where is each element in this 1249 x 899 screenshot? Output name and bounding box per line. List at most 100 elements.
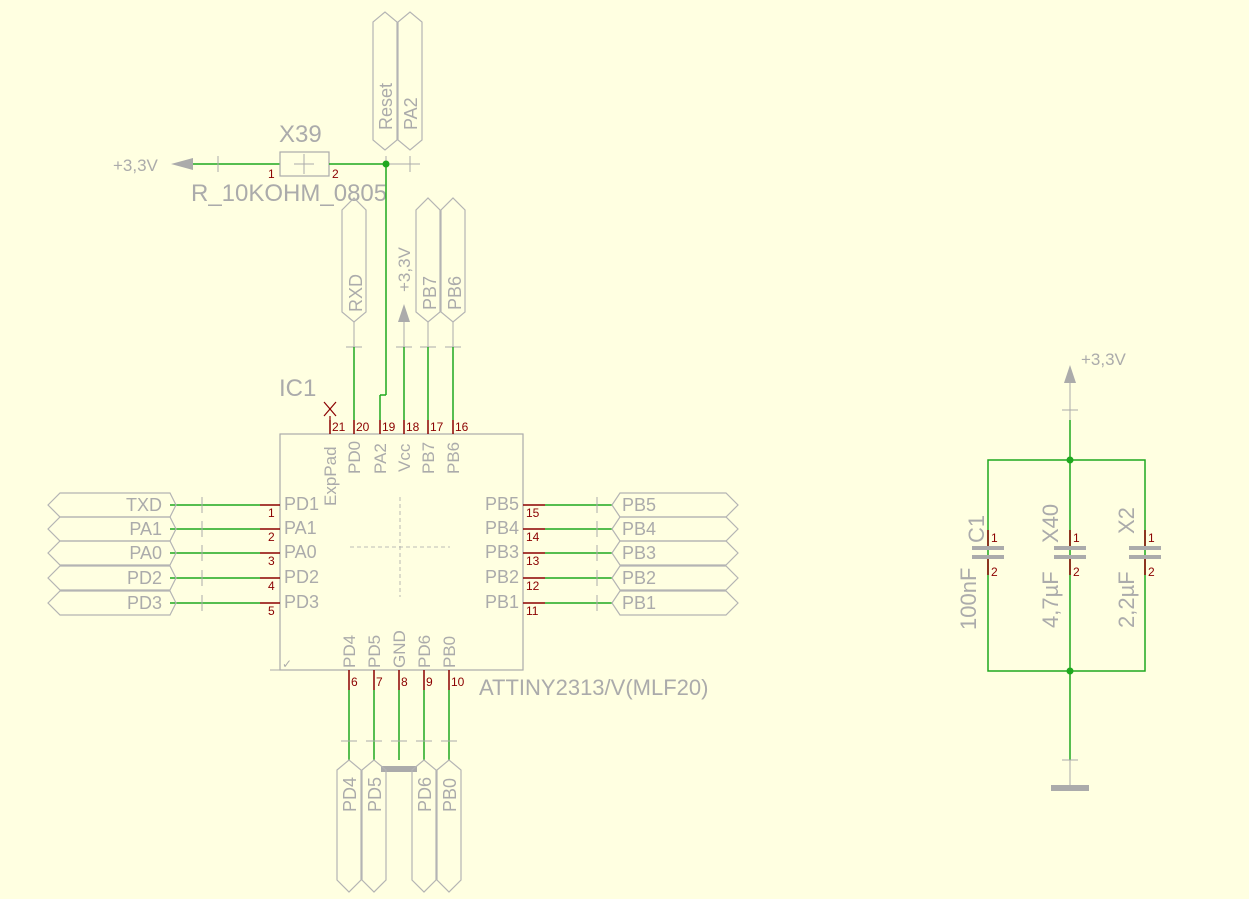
flag-label: PB3: [622, 543, 656, 563]
flag-label: PB2: [622, 568, 656, 588]
flag-pb2[interactable]: [611, 565, 739, 591]
flag-pa0[interactable]: [47, 540, 177, 566]
flag-label: PB0: [440, 778, 460, 812]
check-mark-icon: ✓: [282, 657, 292, 671]
flag-label: PD4: [340, 777, 360, 812]
cap-value: 4,7µF: [1038, 571, 1063, 628]
ic-pin-num: 18: [406, 420, 420, 434]
ic-pin-num: 6: [351, 675, 358, 689]
flag-pb6-label: PB6: [445, 276, 465, 310]
flag-reset[interactable]: [372, 11, 398, 151]
cap-bus-rect: [987, 459, 1146, 672]
flag-label: PD5: [365, 777, 385, 812]
ic-pin-label: Vcc: [395, 443, 414, 472]
ic-pin-label: PA0: [284, 542, 317, 562]
ic-pin-label: PB7: [419, 442, 438, 474]
ic-pin-num: 2: [268, 530, 275, 544]
flag-label: TXD: [126, 495, 162, 515]
ic-pin-label: PD6: [415, 635, 434, 668]
cap-pin-num: 1: [991, 531, 998, 545]
ic-pin-label: PB1: [485, 592, 519, 612]
ic-pin-num: 9: [426, 675, 433, 689]
capacitor-x2[interactable]: 1 2 X2 2,2µF: [1114, 507, 1161, 628]
ic-pin-num: 5: [268, 604, 275, 618]
cap-name: C1: [964, 515, 989, 543]
capacitor-x40[interactable]: 1 2 X40 4,7µF: [1038, 504, 1086, 628]
ic-pin-num: 21: [332, 420, 346, 434]
flag-pb1[interactable]: [611, 590, 739, 616]
flag-rxd-label: RXD: [346, 274, 366, 312]
ic-pin-label: PB6: [444, 442, 463, 474]
ic-value: ATTINY2313/V(MLF20): [479, 675, 708, 700]
top-flags: RXD PB7 PB6: [341, 197, 466, 348]
ic-pin-label: PD0: [345, 441, 364, 474]
ic-pin-label: PB3: [485, 542, 519, 562]
flag-pb7-label: PB7: [420, 276, 440, 310]
left-flags: TXD PA1 PA0 PD2 PD3: [47, 492, 177, 616]
flag-pb0[interactable]: [436, 759, 462, 893]
flag-pb3[interactable]: [611, 540, 739, 566]
resistor-pin2: 2: [332, 167, 339, 181]
cap-value: 2,2µF: [1114, 571, 1139, 628]
ic-pin-num: 3: [268, 554, 275, 568]
ic-pin-num: 4: [268, 579, 275, 593]
ic-pin-num: 1: [268, 506, 275, 520]
cap-pin-num: 1: [1148, 531, 1155, 545]
ic-pin-label: PB5: [485, 494, 519, 514]
resistor-pin1: 1: [268, 167, 275, 181]
resistor-name: X39: [279, 121, 322, 148]
ic-pin-num: 7: [376, 675, 383, 689]
flag-reset-label: Reset: [376, 83, 396, 130]
flag-pd2[interactable]: [47, 565, 177, 591]
ic-pin-num: 8: [401, 675, 408, 689]
ic-name: IC1: [279, 375, 316, 402]
flag-pd4[interactable]: [336, 759, 362, 893]
flag-pd5[interactable]: [361, 759, 387, 893]
vcc-supply-top: +3,3V: [395, 246, 414, 347]
resistor-x39[interactable]: X39 R_10KOHM_0805 1 2 +3,3V: [113, 121, 420, 207]
cap-supply-label: +3,3V: [1081, 350, 1127, 369]
flag-label: PB4: [622, 519, 656, 539]
ic-pin-label: PB4: [485, 518, 519, 538]
ic-pin-label: ExpPad: [321, 446, 340, 506]
ic-pin-label: PD4: [340, 635, 359, 668]
ic-pin-num: 19: [382, 420, 396, 434]
supply-arrow-icon: [171, 158, 193, 170]
flag-label: PA0: [129, 543, 162, 563]
ic-pin-label: PD1: [284, 494, 319, 514]
cap-name: X40: [1038, 504, 1063, 543]
ic1[interactable]: IC1 ATTINY2313/V(MLF20) ✓ 21 20 19 18 17…: [260, 375, 708, 700]
ic-pin-label: PB0: [440, 636, 459, 668]
cap-pin-num: 2: [1073, 565, 1080, 579]
resistor-supply-label: +3,3V: [113, 156, 159, 175]
ic-pin-num: 20: [356, 420, 370, 434]
ic-pin-label: GND: [390, 630, 409, 668]
left-wires: [170, 497, 260, 611]
right-flags: PB5 PB4 PB3 PB2 PB1: [611, 492, 739, 616]
reset-flags: Reset PA2: [372, 11, 423, 151]
flag-label: PB1: [622, 593, 656, 613]
flag-label: PB5: [622, 495, 656, 515]
flag-pd6[interactable]: [411, 759, 437, 893]
ic-pin-label: PD5: [365, 635, 384, 668]
ic-pin-label: PD2: [284, 567, 319, 587]
ic-pin-label: PD3: [284, 592, 319, 612]
flag-label: PD3: [127, 593, 162, 613]
flag-label: PD6: [415, 777, 435, 812]
capacitor-c1[interactable]: 1 2 C1 100nF: [956, 515, 1004, 630]
ic-pin-num: 14: [526, 530, 540, 544]
cap-pin-num: 2: [991, 565, 998, 579]
cap-name: X2: [1114, 507, 1139, 534]
flag-pa2-top[interactable]: [397, 11, 423, 151]
supply-arrow-icon: [1064, 365, 1076, 383]
cap-pin-num: 2: [1148, 565, 1155, 579]
capacitor-bank: +3,3V 1 2 C1 100nF 1 2: [956, 350, 1161, 791]
flag-pd3[interactable]: [47, 590, 177, 616]
flag-label: PA1: [129, 519, 162, 539]
ic-pin-num: 12: [526, 579, 540, 593]
ic-pin-label: PA2: [371, 443, 390, 474]
supply-arrow-icon: [398, 304, 410, 322]
ic-pin-num: 10: [451, 675, 465, 689]
flag-pa2-label: PA2: [401, 97, 421, 130]
